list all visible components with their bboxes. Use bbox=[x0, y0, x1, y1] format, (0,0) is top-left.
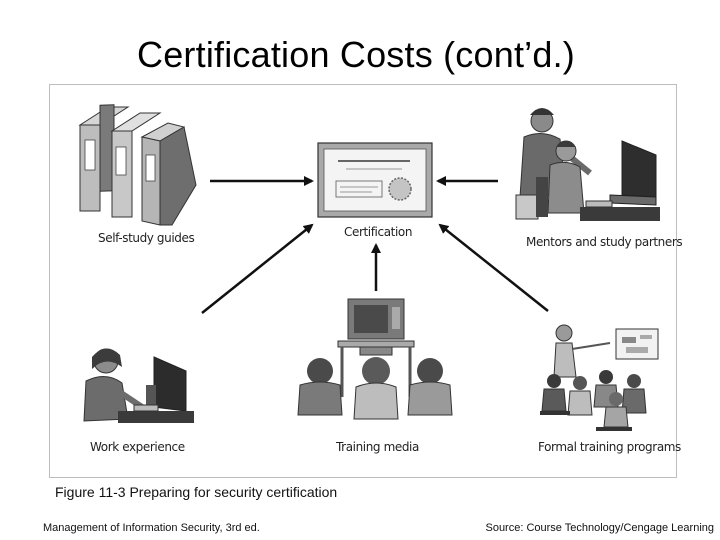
footer-book-title: Management of Information Security, 3rd … bbox=[43, 522, 260, 534]
arrow-work-experience bbox=[201, 223, 314, 314]
slide-title: Certification Costs (cont’d.) bbox=[137, 34, 575, 75]
label-self-study-guides: Self-study guides bbox=[98, 231, 195, 245]
certification-diagram: Self-study guides Certification Mentors … bbox=[49, 84, 683, 478]
label-training-media: Training media bbox=[336, 440, 419, 454]
label-mentors: Mentors and study partners bbox=[526, 235, 683, 249]
certificate-icon bbox=[317, 142, 433, 218]
instructor-class-icon bbox=[540, 324, 659, 431]
worker-at-computer-icon bbox=[83, 348, 194, 423]
label-certification: Certification bbox=[344, 225, 413, 239]
mentor-icon bbox=[515, 108, 660, 221]
classroom-tv-icon bbox=[297, 298, 453, 420]
label-work-experience: Work experience bbox=[90, 440, 185, 454]
label-formal-training: Formal training programs bbox=[538, 440, 681, 454]
diagram-canvas bbox=[78, 104, 660, 431]
arrow-formal-training bbox=[438, 223, 549, 312]
footer-source: Source: Course Technology/Cengage Learni… bbox=[485, 522, 714, 534]
books-icon bbox=[78, 104, 197, 226]
figure-caption: Figure 11-3 Preparing for security certi… bbox=[55, 484, 338, 500]
